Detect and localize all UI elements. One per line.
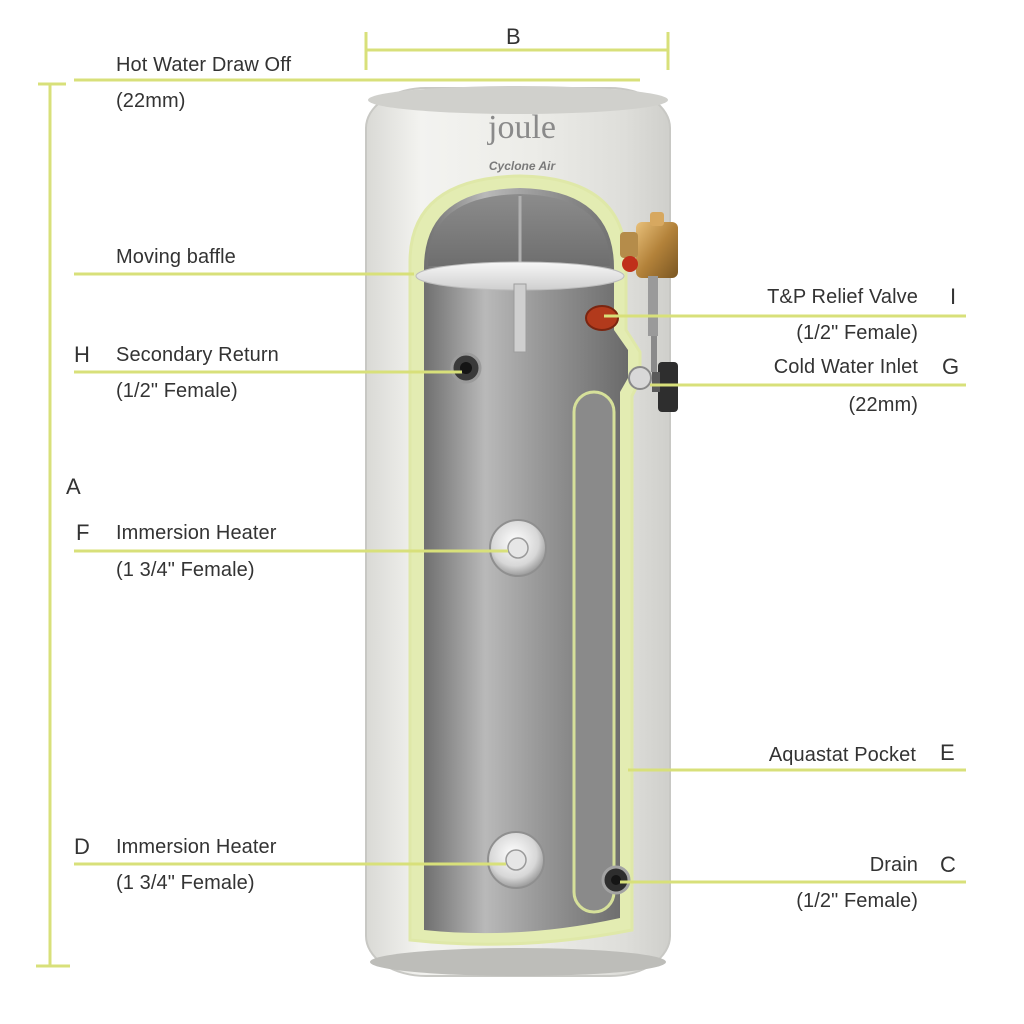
drain-label: Drain xyxy=(869,854,918,876)
aquastat-tube xyxy=(572,390,616,914)
moving-baffle-label: Moving baffle xyxy=(116,246,236,268)
brand-logo: joule xyxy=(487,109,556,146)
dimension-b-letter: B xyxy=(506,24,521,49)
drain-letter: C xyxy=(940,852,956,877)
immersion-lower-letter: D xyxy=(74,834,90,859)
tp-relief-spec: (1/2" Female) xyxy=(796,322,918,344)
hot-water-label: Hot Water Draw Off xyxy=(116,54,292,76)
secondary-return-letter: H xyxy=(74,342,90,367)
secondary-return-spec: (1/2" Female) xyxy=(116,380,238,402)
tp-relief-label: T&P Relief Valve xyxy=(767,286,918,308)
hot-water-spec: (22mm) xyxy=(116,90,186,112)
tp-relief-valve-icon xyxy=(620,212,678,372)
port-icon xyxy=(585,305,619,331)
aquastat-letter: E xyxy=(940,740,955,765)
immersion-upper-spec: (1 3/4" Female) xyxy=(116,559,255,581)
brand-model: Cyclone Air xyxy=(489,159,557,173)
port-icon xyxy=(450,352,482,384)
tp-relief-letter: I xyxy=(950,284,957,309)
immersion-lower-label: Immersion Heater xyxy=(116,836,277,858)
immersion-upper-label: Immersion Heater xyxy=(116,522,277,544)
tank-top-rim xyxy=(368,86,668,114)
tank-base xyxy=(370,948,666,976)
immersion-upper-letter: F xyxy=(76,520,90,545)
immersion-boss-icon xyxy=(487,831,545,889)
immersion-boss-icon xyxy=(489,519,547,577)
cold-inlet-letter: G xyxy=(942,354,960,379)
secondary-return-label: Secondary Return xyxy=(116,344,279,366)
dip-tube xyxy=(513,283,527,353)
cold-inlet-valve-icon xyxy=(628,362,678,412)
cold-inlet-label: Cold Water Inlet xyxy=(773,356,918,378)
immersion-lower-spec: (1 3/4" Female) xyxy=(116,872,255,894)
cold-inlet-spec: (22mm) xyxy=(848,394,918,416)
drain-spec: (1/2" Female) xyxy=(796,890,918,912)
dimension-a-letter: A xyxy=(66,474,81,499)
port-icon xyxy=(601,865,631,895)
aquastat-label: Aquastat Pocket xyxy=(768,744,916,766)
